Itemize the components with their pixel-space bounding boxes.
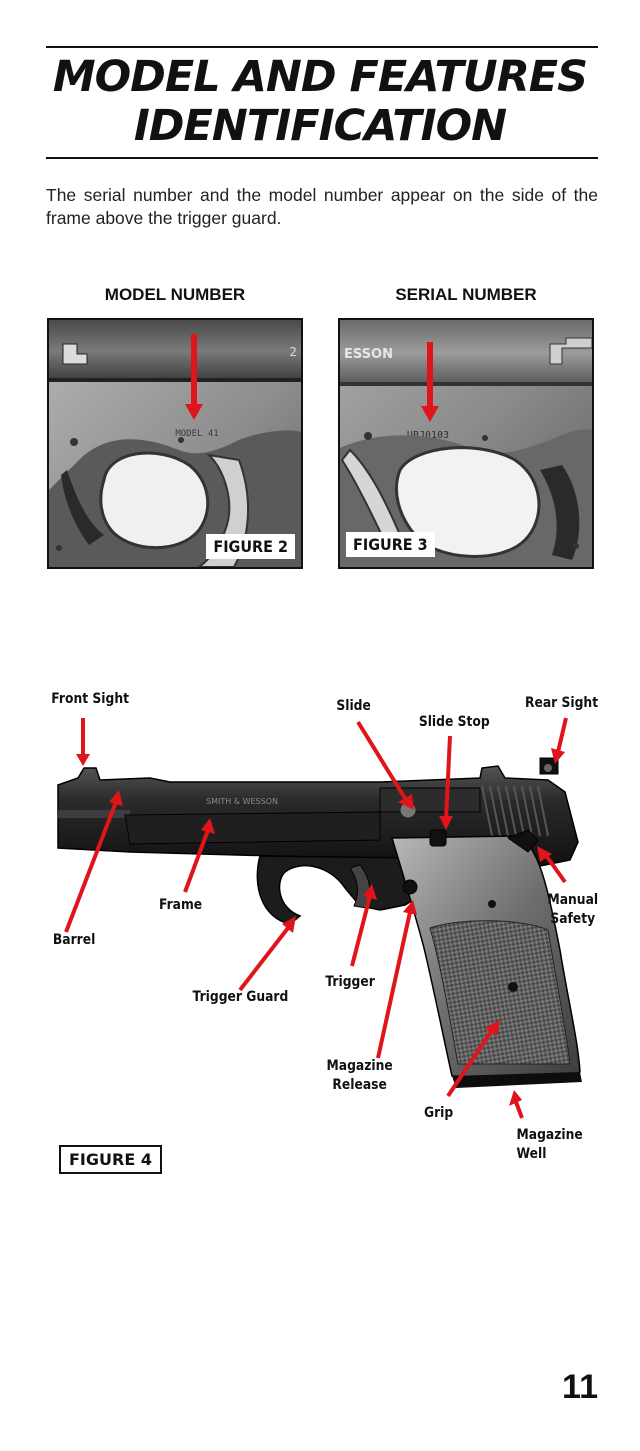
trigger-guard-shape — [256, 855, 431, 925]
serial-arrow-head — [421, 406, 439, 422]
label-grip: Grip — [423, 1105, 454, 1121]
label-manual-safety-line-1: Manual — [547, 892, 599, 908]
brand-fragment: ESSON — [344, 347, 393, 362]
label-rear-sight: Rear Sight — [524, 695, 599, 711]
label-barrel: Barrel — [52, 932, 96, 948]
label-magazine-release-line-2: Release — [332, 1077, 387, 1093]
svg-text:2: 2 — [289, 345, 297, 359]
label-magazine-release-line-1: Magazine — [326, 1058, 393, 1074]
model-arrow-head — [185, 404, 203, 420]
slide-engraving: SMITH & WESSON — [206, 797, 278, 806]
top-rule — [46, 46, 598, 48]
page-number: 11 — [562, 1368, 598, 1406]
label-manual-safety: Manual Safety — [547, 891, 598, 929]
label-magazine-well: Magazine Well — [517, 1126, 583, 1164]
label-trigger: Trigger — [325, 974, 375, 990]
label-slide: Slide — [336, 698, 371, 714]
model-stamp: MODEL 41 — [175, 429, 218, 439]
label-frame: Frame — [158, 897, 203, 913]
serial-number-heading: SERIAL NUMBER — [395, 285, 537, 304]
label-magazine-well-line-2: Well — [516, 1146, 547, 1162]
page-title-line-2: IDENTIFICATION — [133, 101, 507, 151]
intro-paragraph: The serial number and the model number a… — [46, 185, 598, 228]
label-trigger-guard: Trigger Guard — [192, 989, 289, 1005]
label-front-sight: Front Sight — [51, 691, 129, 707]
figure-3-label: FIGURE 3 — [346, 532, 435, 557]
trigger-shape — [349, 864, 371, 909]
figure-4-label: FIGURE 4 — [59, 1145, 162, 1174]
serial-number-photo: ESSON UBJ0103 FIGURE 3 — [338, 318, 594, 569]
bottom-rule — [46, 157, 598, 159]
label-manual-safety-line-2: Safety — [550, 911, 596, 927]
label-slide-stop: Slide Stop — [418, 714, 490, 730]
model-number-heading: MODEL NUMBER — [104, 285, 246, 304]
slide-stop-lever — [429, 829, 447, 847]
magazine-release-button — [402, 879, 418, 895]
model-number-photo: 2 MODEL 41 FIGURE 2 — [47, 318, 303, 569]
page-title-line-1: MODEL AND FEATURES — [52, 52, 588, 102]
safety-lever — [506, 829, 539, 853]
grip-checkering — [429, 920, 571, 1065]
pistol-overview-diagram: SMITH & WESSON — [57, 717, 582, 1119]
label-magazine-well-line-1: Magazine — [516, 1127, 583, 1143]
serial-stamp: UBJ0103 — [407, 430, 449, 441]
label-magazine-release: Magazine Release — [327, 1057, 393, 1095]
figure-2-label: FIGURE 2 — [206, 534, 295, 559]
callout-arrows — [64, 717, 568, 1119]
magazine-base — [452, 1072, 582, 1088]
